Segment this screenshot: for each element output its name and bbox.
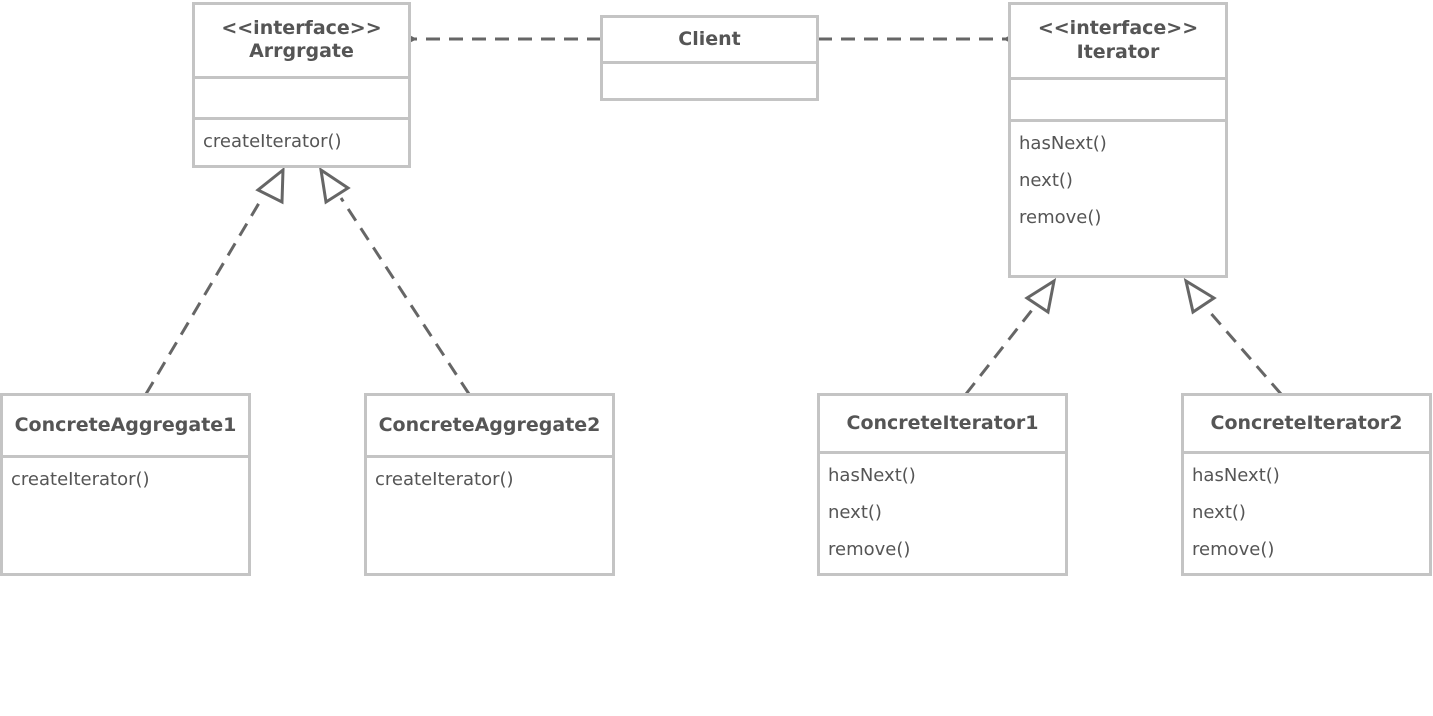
class-box-concrete-iterator-1[interactable]: ConcreteIterator1 hasNext() next() remov… [817,393,1068,576]
operation: remove() [1192,539,1275,560]
class-name: ConcreteAggregate2 [378,413,601,436]
class-name: Iterator [1076,41,1160,63]
operation: remove() [1019,207,1102,228]
operation: next() [1192,502,1246,523]
operations-compartment: createIterator() [3,458,248,573]
operation: remove() [828,539,911,560]
class-box-client[interactable]: Client [600,15,819,101]
class-box-concrete-aggregate-1[interactable]: ConcreteAggregate1 createIterator() [0,393,251,576]
class-name: ConcreteIterator2 [1210,411,1403,434]
realization-concrete-aggregate-2 [318,166,471,395]
operation: hasNext() [1192,465,1280,486]
stereotype-label: <<interface>> [221,16,382,39]
operation: hasNext() [1019,133,1107,154]
stereotype-label: <<interface>> [1037,17,1199,40]
operation: createIterator() [203,131,342,152]
class-header: ConcreteAggregate1 [3,396,248,458]
attributes-compartment [1011,80,1225,122]
class-name: ConcreteIterator1 [846,411,1039,434]
class-box-aggregate[interactable]: <<interface>> Arrgrgate createIterator() [192,2,411,168]
operation: next() [828,502,882,523]
operations-compartment: createIterator() [195,120,408,165]
hollow-triangle-arrowhead [318,166,351,205]
operations-compartment: hasNext() next() remove() [1011,122,1225,275]
operation: createIterator() [11,469,150,490]
attributes-compartment [195,79,408,120]
operations-compartment: hasNext() next() remove() [1184,454,1429,573]
operations-compartment: hasNext() next() remove() [820,454,1065,573]
realization-concrete-iterator-1 [964,277,1057,395]
class-name: Client [678,27,741,50]
operations-compartment: createIterator() [367,458,612,573]
class-box-iterator[interactable]: <<interface>> Iterator hasNext() next() … [1008,2,1228,278]
operation: createIterator() [375,469,514,490]
class-name: ConcreteAggregate1 [14,413,237,436]
class-box-concrete-aggregate-2[interactable]: ConcreteAggregate2 createIterator() [364,393,615,576]
hollow-triangle-arrowhead [1183,277,1217,315]
class-header: <<interface>> Iterator [1011,5,1225,80]
class-header: ConcreteIterator2 [1184,396,1429,454]
class-header: ConcreteIterator1 [820,396,1065,454]
class-name: Arrgrgate [249,40,354,63]
operation: next() [1019,170,1073,191]
class-header: Client [603,18,816,64]
hollow-triangle-arrowhead [1024,277,1057,315]
hollow-triangle-arrowhead [255,166,285,205]
class-header: <<interface>> Arrgrgate [195,5,408,79]
realization-concrete-iterator-2 [1183,277,1283,395]
attributes-compartment [603,64,816,98]
operation: hasNext() [828,465,916,486]
class-header: ConcreteAggregate2 [367,396,612,458]
class-box-concrete-iterator-2[interactable]: ConcreteIterator2 hasNext() next() remov… [1181,393,1432,576]
realization-concrete-aggregate-1 [144,166,285,395]
